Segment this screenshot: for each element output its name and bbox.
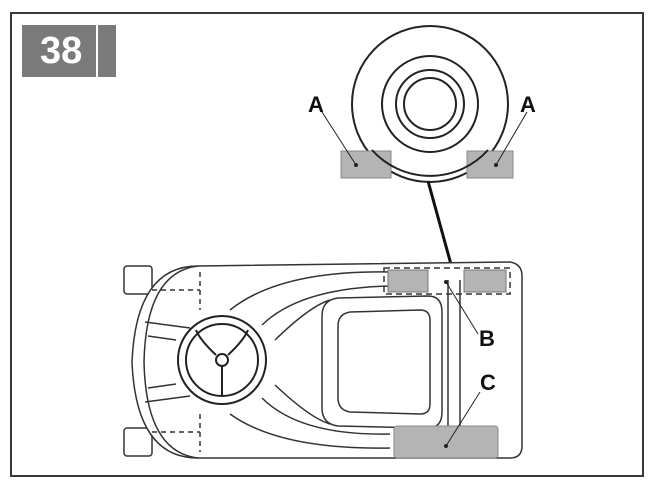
dot-c (444, 444, 448, 448)
label-b: B (479, 326, 495, 351)
marker-b-right (463, 269, 507, 293)
dot-b (444, 280, 448, 284)
wheel-detail (351, 25, 509, 183)
wheel-tread-arc (371, 149, 489, 177)
dot-a-left (354, 163, 358, 167)
leader-b (445, 281, 479, 335)
marker-c (393, 425, 499, 459)
steering-wheel (177, 315, 267, 405)
leader-a-right (495, 111, 528, 166)
marker-a-left (340, 150, 392, 179)
label-c: C (480, 370, 496, 395)
figure-number-badge: 38 (22, 25, 116, 77)
mower-body (123, 261, 523, 459)
dot-a-right (494, 163, 498, 167)
marker-a-right (466, 150, 514, 179)
label-a-right: A (520, 92, 536, 117)
leader-c (445, 391, 481, 447)
marker-b-left (387, 269, 429, 293)
label-a-left: A (308, 92, 324, 117)
badge-divider (96, 25, 98, 77)
detail-connector-line (426, 180, 454, 269)
leader-a-left (321, 111, 357, 166)
